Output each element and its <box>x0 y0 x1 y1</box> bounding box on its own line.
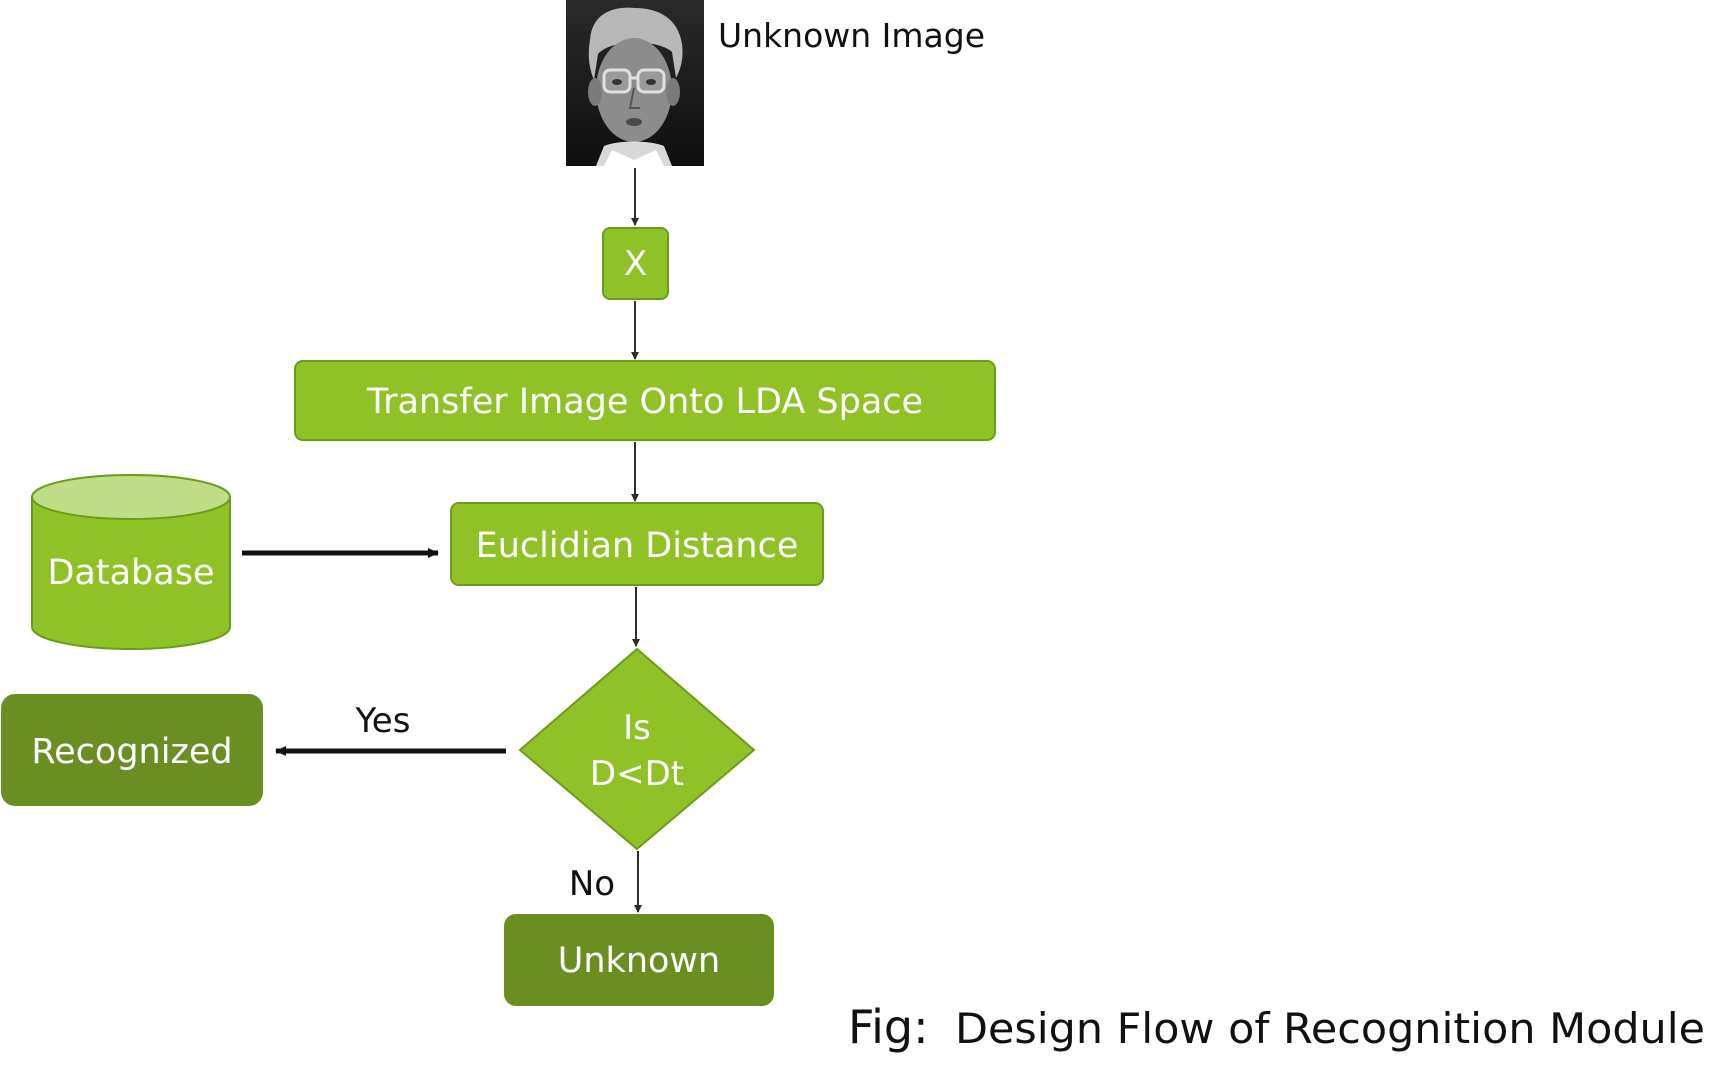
database-cylinder: Database <box>31 474 231 650</box>
unknown-result-box: Unknown <box>504 914 774 1006</box>
caption-text: Design Flow of Recognition Module <box>955 1004 1705 1053</box>
no-label: No <box>569 864 615 904</box>
input-vector-x-box: X <box>602 227 669 300</box>
yes-label: Yes <box>355 701 411 741</box>
database-label: Database <box>47 553 214 593</box>
caption-prefix: Fig: <box>848 1000 929 1054</box>
threshold-decision-diamond: Is D<Dt <box>518 647 756 851</box>
decision-line-2: D<Dt <box>590 754 684 794</box>
figure-caption: Fig: Design Flow of Recognition Module <box>848 1000 1705 1054</box>
recognized-result-box: Recognized <box>1 694 263 806</box>
unknown-image-label: Unknown Image <box>718 16 985 55</box>
euclidian-distance-label: Euclidian Distance <box>476 526 799 566</box>
transfer-lda-box: Transfer Image Onto LDA Space <box>294 360 996 441</box>
input-vector-x-label: X <box>624 244 647 284</box>
recognized-label: Recognized <box>31 732 232 772</box>
unknown-result-label: Unknown <box>558 941 720 981</box>
transfer-lda-label: Transfer Image Onto LDA Space <box>366 382 923 422</box>
euclidian-distance-box: Euclidian Distance <box>450 502 824 586</box>
face-photo-icon <box>566 0 704 166</box>
decision-line-1: Is <box>623 708 651 748</box>
